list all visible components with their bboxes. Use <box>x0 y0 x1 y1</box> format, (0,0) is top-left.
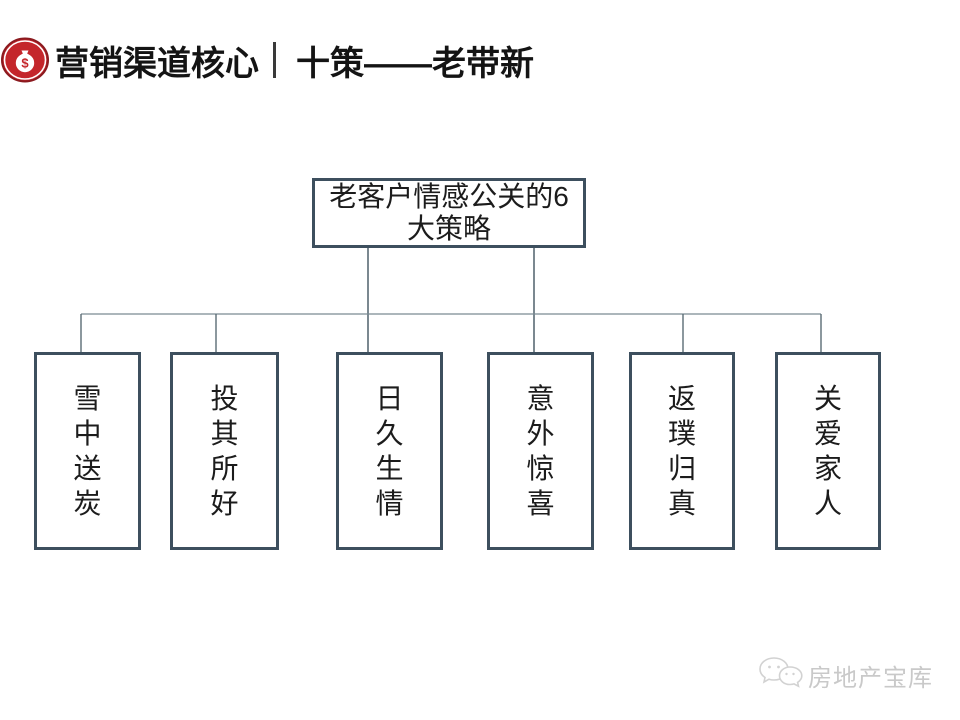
page-title: 十策——老带新 <box>296 44 534 83</box>
strategy-box-1: 雪中送炭 <box>34 352 141 550</box>
brand-label: 营销渠道核心 <box>55 44 259 83</box>
svg-text:$: $ <box>21 56 29 71</box>
root-box-line1: 老客户情感公关的6 <box>329 181 569 212</box>
strategy-label: 关爱家人 <box>813 383 842 519</box>
strategy-box-5: 返璞归真 <box>629 352 735 550</box>
strategy-box-6: 关爱家人 <box>775 352 881 550</box>
strategy-box-3: 日久生情 <box>336 352 443 550</box>
watermark: 房地产宝库 <box>756 654 933 696</box>
money-bag-icon: $ <box>1 37 49 83</box>
strategy-box-2: 投其所好 <box>170 352 279 550</box>
strategy-label: 投其所好 <box>210 383 239 519</box>
root-strategy-box: 老客户情感公关的6 大策略 <box>312 178 586 248</box>
watermark-text: 房地产宝库 <box>808 664 933 692</box>
strategy-label: 意外惊喜 <box>526 383 555 519</box>
strategy-label: 雪中送炭 <box>73 383 102 519</box>
wechat-icon <box>759 657 803 688</box>
header-divider <box>273 42 276 78</box>
strategy-label: 返璞归真 <box>667 383 696 519</box>
strategy-label: 日久生情 <box>375 383 404 519</box>
root-box-line2: 大策略 <box>406 213 491 244</box>
header: $ 营销渠道核心 十策——老带新 <box>0 36 534 84</box>
strategy-box-4: 意外惊喜 <box>487 352 594 550</box>
